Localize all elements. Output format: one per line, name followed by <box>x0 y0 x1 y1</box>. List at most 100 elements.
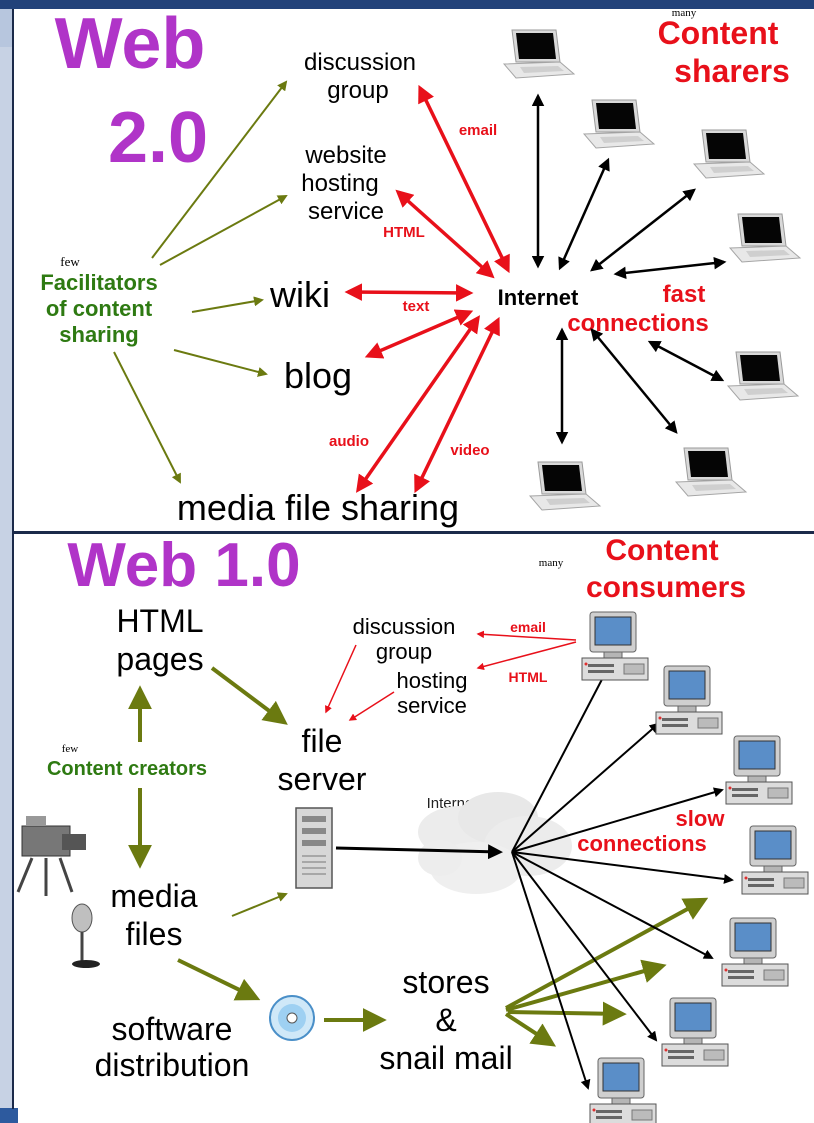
media-files-line2: files <box>126 916 183 952</box>
web10-html-label: HTML <box>509 669 548 685</box>
pc-icon-3 <box>725 735 793 805</box>
web20-website-line1: website <box>304 142 386 169</box>
arrow-to-cd <box>177 958 261 1001</box>
web20-audio-label: audio <box>329 433 369 450</box>
snail-arrow-2 <box>505 959 667 1012</box>
laptop-arrow-4 <box>613 256 727 280</box>
discussion-to-server-arrow <box>325 644 357 714</box>
pc-line-6 <box>511 851 658 1042</box>
web20-discussion-line2: group <box>327 77 388 104</box>
laptop-arrow-3 <box>590 188 696 272</box>
web10-discussion-line1: discussion <box>353 614 456 639</box>
laptop-arrow-6 <box>590 328 678 434</box>
file-server-line2: server <box>278 761 367 797</box>
web20-video-label: video <box>450 442 489 459</box>
laptop-icon-1 <box>503 29 575 79</box>
web20-discussion-line1: discussion <box>304 49 416 76</box>
microphone-icon <box>71 903 100 968</box>
stores-line3: snail mail <box>379 1040 512 1076</box>
facilitators-line1: Facilitators <box>40 270 157 295</box>
web20-many-label: many <box>672 7 697 19</box>
server-to-internet <box>335 844 503 860</box>
pc-line-4 <box>511 851 734 884</box>
laptop-icon-5 <box>727 351 799 401</box>
arrow-to-blog <box>173 349 268 377</box>
window-bottom-corner <box>0 1108 18 1123</box>
file-server-line1: file <box>302 723 343 759</box>
web10-discussion-line2: group <box>376 639 432 664</box>
web20-email-label: email <box>459 122 497 139</box>
frame-left-line <box>12 9 14 1109</box>
web20-facilitator-arrows <box>113 80 288 484</box>
web10-hosting-line1: hosting <box>397 668 468 693</box>
web10-section: Web 1.0 many Content consumers HTML page… <box>16 531 809 1123</box>
email-arrow <box>418 84 510 274</box>
web20-media-sharing: media file sharing <box>177 487 459 528</box>
pc-icon-2 <box>655 665 723 735</box>
content-sharers-line2: sharers <box>674 53 790 89</box>
web20-laptop-arrows <box>531 93 727 445</box>
web20-title-line1: Web <box>55 4 206 84</box>
html-pages-line1: HTML <box>116 603 203 639</box>
pc-icon-6 <box>661 997 729 1067</box>
slow-connections-line2: connections <box>577 831 707 856</box>
pc-icon-7 <box>589 1057 657 1123</box>
window-top-bar <box>0 0 814 9</box>
stores-line2: & <box>435 1002 456 1038</box>
email-arrow-web10 <box>476 630 577 641</box>
pc-icon-1 <box>581 611 649 681</box>
web20-internet: Internet <box>498 285 579 310</box>
arrow-to-media <box>113 351 181 484</box>
web20-internet-arrows <box>344 84 510 494</box>
laptop-icon-6 <box>675 447 747 497</box>
snail-mail-arrows <box>504 897 709 1047</box>
slow-connections-line1: slow <box>676 806 726 831</box>
internet-cloud <box>418 792 572 894</box>
web20-website-line3: service <box>308 198 384 225</box>
web20-few-label: few <box>60 254 80 269</box>
content-creators: Content creators <box>47 758 207 780</box>
pc-line-7 <box>511 851 591 1090</box>
software-distribution-line2: distribution <box>95 1047 250 1083</box>
text-arrow <box>344 283 474 302</box>
content-consumers-line2: consumers <box>586 571 746 604</box>
web10-many-label: many <box>539 557 564 569</box>
web20-blog: blog <box>284 355 352 396</box>
web20-website-line2: hosting <box>301 170 378 197</box>
stores-line1: stores <box>402 964 489 1000</box>
pc-line-2 <box>511 722 660 853</box>
web10-few-label: few <box>62 743 79 755</box>
html-arrow-web10 <box>476 641 577 671</box>
arrow-to-discussion <box>151 80 288 259</box>
web20-wiki: wiki <box>269 274 330 315</box>
fast-connections-line2: connections <box>567 310 708 337</box>
html-arrow <box>395 189 495 279</box>
window-left-panel <box>0 9 12 1123</box>
laptop-icon-7 <box>529 461 601 511</box>
pc-line-1 <box>511 662 611 853</box>
arrow-to-website <box>159 195 288 266</box>
hosting-to-server-arrow <box>348 691 395 721</box>
window-left-tab <box>0 9 12 47</box>
laptop-icon-3 <box>693 129 765 179</box>
web20-title-line2: 2.0 <box>108 98 208 178</box>
pc-icon-5 <box>721 917 789 987</box>
web10-hosting-line2: service <box>397 693 467 718</box>
pc-line-5 <box>511 851 714 959</box>
laptop-arrow-5 <box>647 340 725 382</box>
laptop-icon-2 <box>583 99 655 149</box>
software-distribution-line1: software <box>112 1011 233 1047</box>
section-divider <box>12 531 814 534</box>
facilitators-line3: sharing <box>59 322 138 347</box>
fast-connections-line1: fast <box>663 281 706 308</box>
camera-icon <box>16 816 86 896</box>
web10-title: Web 1.0 <box>67 531 300 600</box>
laptop-arrow-2 <box>558 157 610 271</box>
web10-email-label: email <box>510 619 546 635</box>
laptop-icon-4 <box>729 213 801 263</box>
web20-section: Web 2.0 many Content sharers few Facilit… <box>40 4 801 528</box>
web10-creator-arrows <box>128 666 387 1032</box>
content-consumers-line1: Content <box>605 534 718 567</box>
snail-arrow-4 <box>504 1012 557 1047</box>
